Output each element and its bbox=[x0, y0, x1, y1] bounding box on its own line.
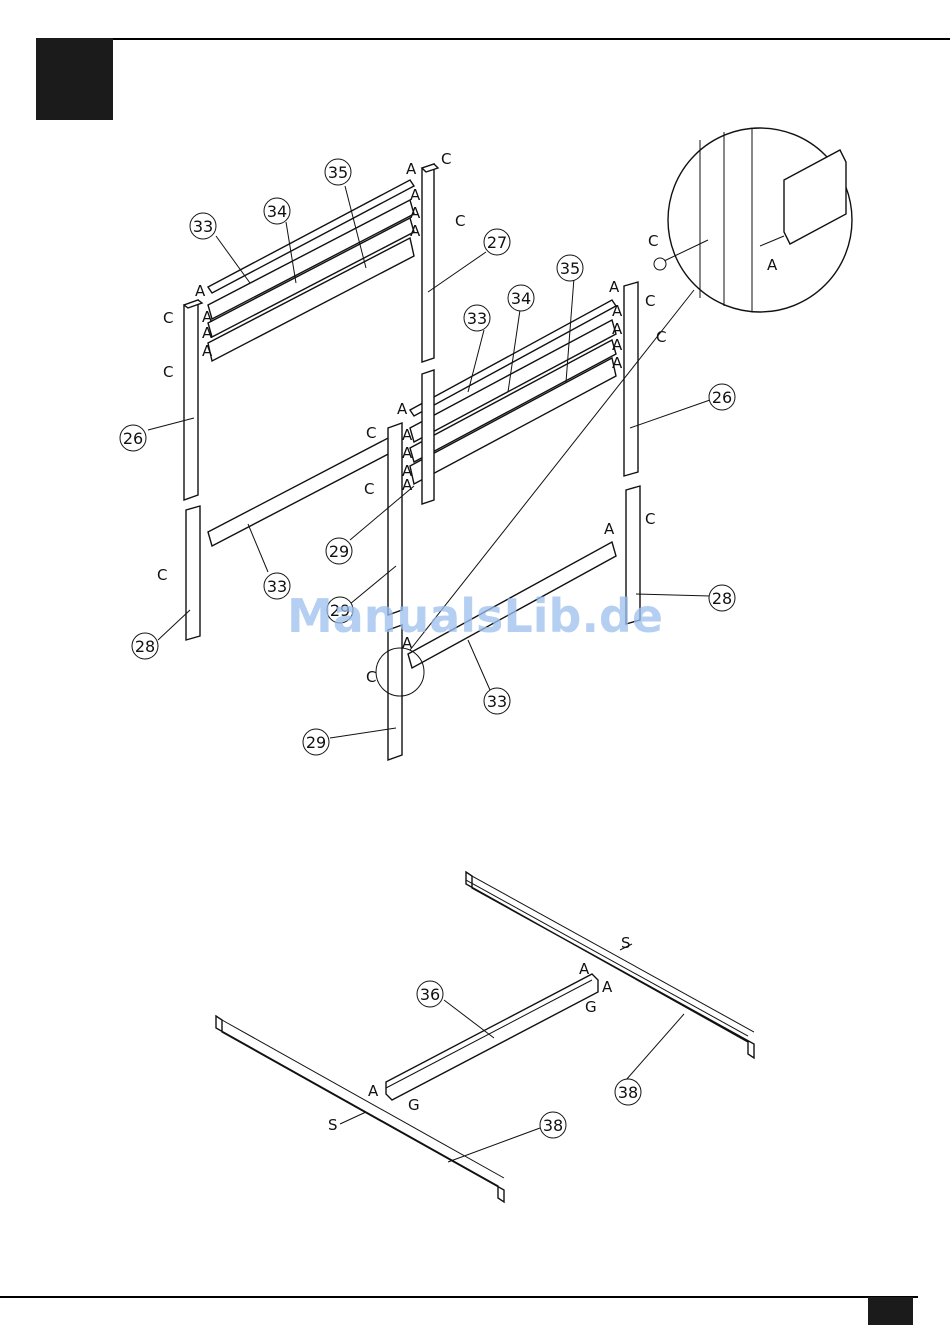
post-26-left bbox=[184, 300, 198, 500]
post-27 bbox=[422, 164, 434, 362]
callout-35-rear: 35 bbox=[325, 159, 351, 185]
svg-text:33: 33 bbox=[487, 692, 507, 711]
svg-text:C: C bbox=[366, 424, 376, 442]
svg-text:27: 27 bbox=[487, 233, 507, 252]
svg-text:A: A bbox=[195, 282, 206, 300]
svg-text:G: G bbox=[585, 998, 597, 1016]
callout-33-rear: 33 bbox=[190, 213, 216, 239]
svg-text:C: C bbox=[455, 212, 465, 230]
post-29-lower bbox=[388, 625, 402, 760]
svg-text:38: 38 bbox=[543, 1116, 563, 1135]
callout-26-right: 26 bbox=[709, 384, 735, 410]
callout-33-front: 33 bbox=[464, 305, 490, 331]
svg-text:A: A bbox=[612, 302, 623, 320]
callout-35-front: 35 bbox=[557, 255, 583, 281]
svg-text:36: 36 bbox=[420, 985, 440, 1004]
svg-text:A: A bbox=[402, 426, 413, 444]
callout-26-left: 26 bbox=[120, 425, 146, 451]
callout-28-left: 28 bbox=[132, 633, 158, 659]
svg-text:C: C bbox=[645, 510, 655, 528]
svg-text:29: 29 bbox=[329, 542, 349, 561]
svg-text:C: C bbox=[366, 668, 376, 686]
svg-text:A: A bbox=[406, 160, 417, 178]
svg-text:S: S bbox=[328, 1116, 338, 1134]
svg-text:28: 28 bbox=[135, 637, 155, 656]
svg-text:C: C bbox=[648, 232, 658, 250]
svg-text:S: S bbox=[621, 934, 631, 952]
svg-text:26: 26 bbox=[123, 429, 143, 448]
post-29-mid bbox=[388, 423, 402, 615]
post-middle-back bbox=[422, 370, 434, 504]
svg-text:A: A bbox=[410, 204, 421, 222]
svg-text:A: A bbox=[368, 1082, 379, 1100]
rear-rail-group bbox=[208, 180, 414, 361]
callout-29-lower: 29 bbox=[303, 729, 329, 755]
svg-text:34: 34 bbox=[511, 289, 531, 308]
post-26-left-top bbox=[184, 300, 202, 308]
svg-text:A: A bbox=[202, 324, 213, 342]
post-28-left bbox=[186, 506, 200, 640]
svg-text:A: A bbox=[612, 336, 623, 354]
svg-text:28: 28 bbox=[712, 589, 732, 608]
callout-33-side-lower: 33 bbox=[484, 688, 510, 714]
svg-text:A: A bbox=[397, 400, 408, 418]
svg-text:A: A bbox=[202, 342, 213, 360]
svg-text:A: A bbox=[410, 186, 421, 204]
callout-27: 27 bbox=[484, 229, 510, 255]
front-rail-group bbox=[410, 300, 616, 484]
svg-text:C: C bbox=[163, 309, 173, 327]
svg-text:A: A bbox=[612, 354, 623, 372]
svg-text:35: 35 bbox=[328, 163, 348, 182]
svg-text:A: A bbox=[410, 222, 421, 240]
svg-text:A: A bbox=[579, 960, 590, 978]
svg-text:33: 33 bbox=[267, 577, 287, 596]
callout-38-front: 38 bbox=[540, 1112, 566, 1138]
svg-text:35: 35 bbox=[560, 259, 580, 278]
post-27-top bbox=[422, 164, 438, 172]
svg-text:C: C bbox=[656, 328, 666, 346]
callout-38-back: 38 bbox=[615, 1079, 641, 1105]
svg-text:A: A bbox=[767, 256, 778, 274]
detail-bolt-head bbox=[654, 258, 666, 270]
callout-28-right: 28 bbox=[709, 585, 735, 611]
svg-text:A: A bbox=[609, 278, 620, 296]
svg-text:29: 29 bbox=[306, 733, 326, 752]
callout-34-rear: 34 bbox=[264, 198, 290, 224]
svg-text:C: C bbox=[157, 566, 167, 584]
svg-text:A: A bbox=[402, 476, 413, 494]
callout-29-upper: 29 bbox=[326, 538, 352, 564]
svg-text:33: 33 bbox=[193, 217, 213, 236]
post-26-right bbox=[624, 282, 638, 476]
callout-36: 36 bbox=[417, 981, 443, 1007]
svg-text:A: A bbox=[402, 444, 413, 462]
svg-text:33: 33 bbox=[467, 309, 487, 328]
svg-text:34: 34 bbox=[267, 202, 287, 221]
svg-text:C: C bbox=[163, 363, 173, 381]
svg-text:G: G bbox=[408, 1096, 420, 1114]
svg-text:26: 26 bbox=[712, 388, 732, 407]
callout-34-front: 34 bbox=[508, 285, 534, 311]
svg-text:38: 38 bbox=[618, 1083, 638, 1102]
svg-text:C: C bbox=[645, 292, 655, 310]
svg-text:C: C bbox=[364, 480, 374, 498]
watermark: ManualsLib.de bbox=[287, 589, 663, 643]
svg-text:A: A bbox=[602, 978, 613, 996]
svg-text:A: A bbox=[604, 520, 615, 538]
svg-text:C: C bbox=[441, 150, 451, 168]
